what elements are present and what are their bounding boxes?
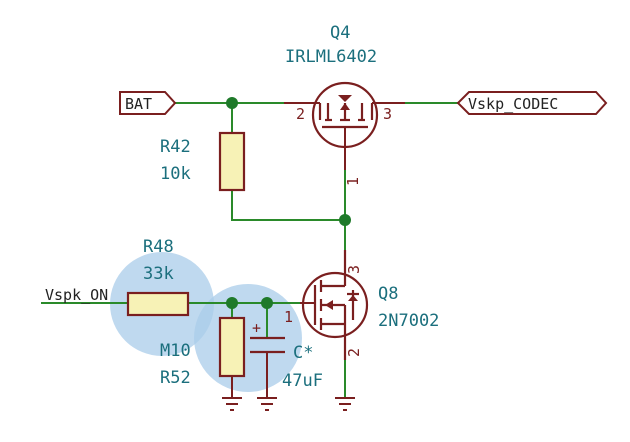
ground-symbol bbox=[222, 397, 242, 411]
capacitor-value: 47uF bbox=[282, 371, 323, 391]
net-label-vskp-codec-text: Vskp_CODEC bbox=[468, 95, 558, 113]
net-label-vskp-codec[interactable]: Vskp_CODEC bbox=[456, 91, 608, 115]
r42-reference: R42 bbox=[160, 137, 191, 157]
r52-reference: R52 bbox=[160, 368, 191, 388]
ground-symbol bbox=[257, 397, 277, 411]
net-label-bat[interactable]: BAT bbox=[119, 91, 177, 115]
junction-dot bbox=[339, 214, 351, 226]
junction-dot bbox=[226, 297, 238, 309]
q4-value: IRLML6402 bbox=[285, 47, 377, 67]
r42-resistor-symbol[interactable] bbox=[218, 131, 246, 192]
q4-pin-drain: 3 bbox=[383, 105, 392, 123]
r48-value: 33k bbox=[143, 264, 174, 284]
junction-dot bbox=[261, 297, 273, 309]
q4-pin-gate: 1 bbox=[344, 177, 362, 186]
r48-resistor-symbol[interactable] bbox=[126, 291, 190, 317]
r42-value: 10k bbox=[160, 164, 191, 184]
ground-symbol bbox=[335, 397, 355, 411]
capacitor-polarity: + bbox=[252, 319, 261, 337]
q8-pin-drain: 3 bbox=[345, 265, 363, 274]
q4-pin-source: 2 bbox=[296, 105, 305, 123]
q8-pin-gate: 1 bbox=[284, 308, 293, 326]
r48-reference: R48 bbox=[143, 237, 174, 257]
q8-value: 2N7002 bbox=[378, 311, 439, 331]
q4-pmos-symbol[interactable] bbox=[284, 81, 405, 170]
capacitor-symbol[interactable] bbox=[250, 336, 285, 398]
capacitor-reference: C* bbox=[293, 343, 313, 363]
q8-nmos-symbol[interactable] bbox=[300, 250, 369, 360]
junction-dot bbox=[226, 97, 238, 109]
r52-value: M10 bbox=[160, 341, 191, 361]
q8-reference: Q8 bbox=[378, 284, 398, 304]
net-label-bat-text: BAT bbox=[125, 95, 152, 113]
r52-resistor-symbol[interactable] bbox=[218, 316, 246, 398]
net-label-vspk-on[interactable]: Vspk_ON bbox=[45, 286, 108, 304]
q4-reference: Q4 bbox=[330, 23, 350, 43]
q8-pin-source: 2 bbox=[345, 348, 363, 357]
